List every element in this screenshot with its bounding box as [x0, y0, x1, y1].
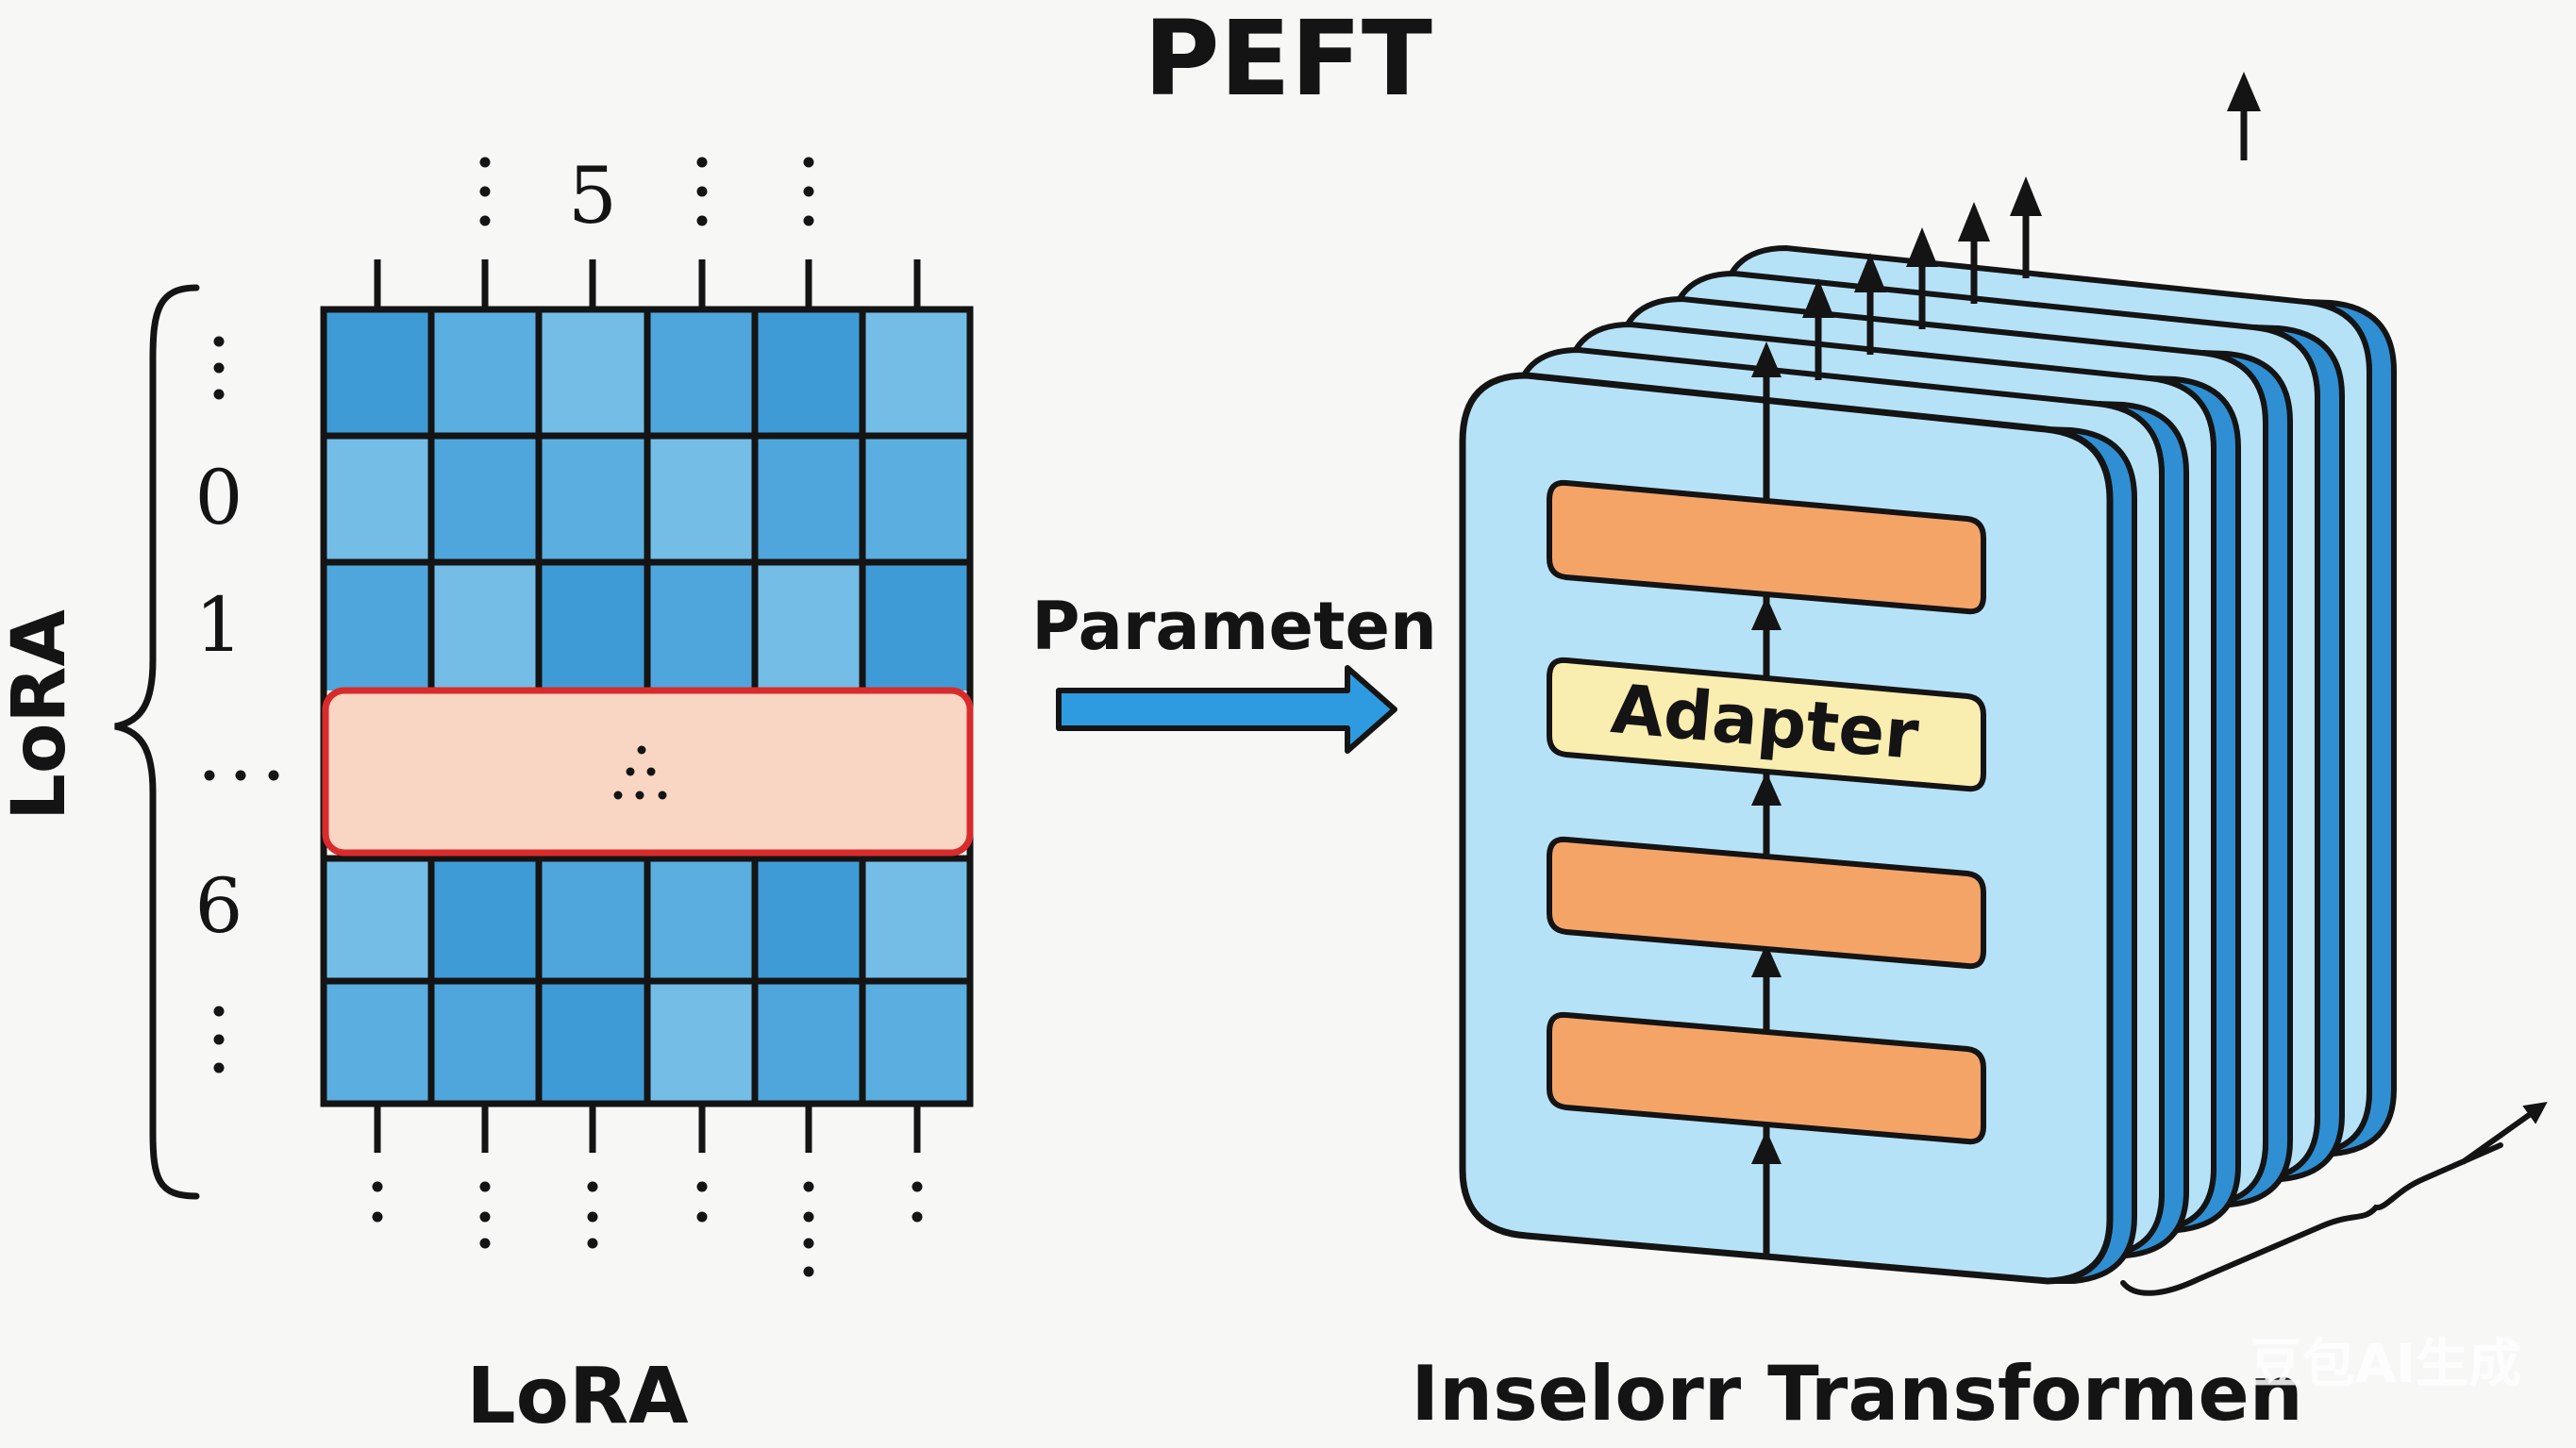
transformer-front-layer: Adapter [1459, 341, 2137, 1285]
lora-grid-cell [862, 562, 970, 691]
lora-column-label: 5 [568, 152, 617, 241]
lora-grid-cell [324, 562, 431, 691]
depth-brace [2120, 1142, 2503, 1296]
lora-brace [114, 284, 200, 1200]
lora-grid-cell [647, 562, 755, 691]
adapter-block [1547, 657, 1986, 792]
lora-bottom-dots [372, 1181, 923, 1277]
lora-side-dots [204, 336, 279, 1074]
lora-row-label-0: 0 [195, 454, 243, 541]
lora-bottom-label: LoRA [466, 1352, 689, 1441]
diagram-title: PEFT [1144, 0, 1432, 119]
lora-weight-grid [324, 309, 970, 1104]
depth-arrow [2461, 1102, 2548, 1165]
watermark: 豆包AI生成 [2250, 1334, 2521, 1395]
lora-top-dots [479, 157, 814, 226]
transformer-stack: Adapter Inselorr Transformen [1411, 72, 2548, 1438]
lora-grid-cell [539, 562, 647, 691]
lora-row-label-1: 1 [195, 581, 243, 669]
lora-grid-cell [755, 981, 862, 1104]
lora-grid-cell [862, 981, 970, 1104]
transformer-block-bottom [1547, 1011, 1986, 1145]
lora-grid-cell [431, 436, 539, 562]
lora-panel: LoRA 5 [0, 152, 974, 1441]
up-arrow-icon [2227, 72, 2261, 160]
lora-grid-cell [539, 858, 647, 981]
lora-grid-cell [539, 981, 647, 1104]
lora-grid-cell [324, 858, 431, 981]
lora-grid-cell [539, 309, 647, 436]
lora-highlight-dots [613, 745, 667, 800]
transformer-label: Inselorr Transformen [1411, 1350, 2302, 1438]
lora-grid-cell [647, 309, 755, 436]
lora-grid-cell [324, 436, 431, 562]
lora-grid-cell [431, 981, 539, 1104]
lora-grid-cell [431, 562, 539, 691]
lora-grid-cell [755, 309, 862, 436]
lora-grid-cell [862, 858, 970, 981]
lora-side-label: LoRA [0, 609, 82, 821]
lora-grid-cell [647, 858, 755, 981]
lora-grid-cell [647, 436, 755, 562]
parameter-arrow: Parameten [1031, 588, 1437, 754]
lora-row-label-2: 6 [195, 862, 243, 950]
lora-grid-cell [324, 309, 431, 436]
parameter-arrow-label: Parameten [1031, 588, 1437, 665]
lora-grid-cell [431, 858, 539, 981]
lora-top-ticks [374, 259, 921, 309]
lora-grid-cell [647, 981, 755, 1104]
right-arrow-icon [1056, 665, 1397, 754]
lora-grid-cell [755, 858, 862, 981]
lora-grid-cell [431, 309, 539, 436]
lora-bottom-ticks [374, 1104, 921, 1153]
lora-grid-cell [539, 436, 647, 562]
lora-grid-cell [755, 436, 862, 562]
lora-grid-cell [862, 309, 970, 436]
lora-grid-cell [755, 562, 862, 691]
lora-grid-cell [324, 981, 431, 1104]
transformer-block-middle [1547, 836, 1986, 970]
lora-grid-cell [862, 436, 970, 562]
transformer-block-top [1547, 479, 1986, 615]
